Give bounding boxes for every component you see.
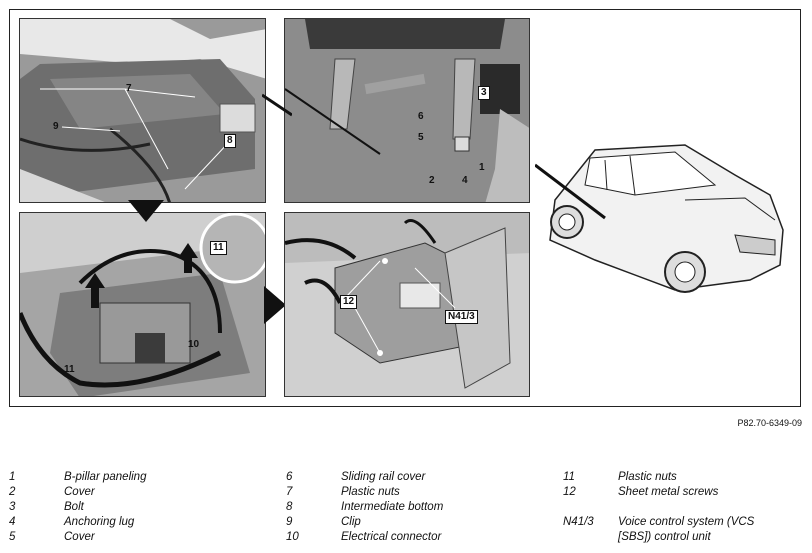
legend-text: Intermediate bottom <box>341 501 444 513</box>
callout-label: 10 <box>188 339 200 350</box>
legend-item: 9 Clip <box>286 515 556 530</box>
legend-item: 12 Sheet metal screws <box>563 485 803 500</box>
legend-number: 3 <box>9 501 16 513</box>
legend-item: 3 Bolt <box>9 500 279 515</box>
legend-text: B-pillar paneling <box>64 471 147 483</box>
legend-number: 1 <box>9 471 16 483</box>
legend-text: Plastic nuts <box>618 471 677 483</box>
arrow-right-icon <box>264 286 286 324</box>
callout-label: N41/3 <box>445 310 478 324</box>
legend-item: 7 Plastic nuts <box>286 485 556 500</box>
legend-item: 4 Anchoring lug <box>9 515 279 530</box>
legend-text: [SBS]) control unit <box>618 531 711 543</box>
legend-item: N41/3 Voice control system (VCS <box>563 515 803 530</box>
legend-text: Clip <box>341 516 361 528</box>
legend-item: 11 Plastic nuts <box>563 470 803 485</box>
legend-item: 2 Cover <box>9 485 279 500</box>
callout-label: 9 <box>53 121 59 132</box>
legend-number: 8 <box>286 501 293 513</box>
legend-number: 6 <box>286 471 293 483</box>
legend-number: 10 <box>286 531 299 543</box>
legend-number: 4 <box>9 516 16 528</box>
legend-text: Cover <box>64 531 95 543</box>
callout-label: 3 <box>478 86 490 100</box>
legend-item: 8 Intermediate bottom <box>286 500 556 515</box>
legend-text: Bolt <box>64 501 84 513</box>
figure-reference: P82.70-6349-09 <box>737 418 802 428</box>
car-illustration <box>535 144 784 293</box>
callout-label: 5 <box>418 132 424 143</box>
photo-intermediate-bottom: 7 9 8 <box>19 18 266 203</box>
arrow-down-icon <box>128 200 164 222</box>
legend-number: 9 <box>286 516 293 528</box>
callout-label: 4 <box>462 175 468 186</box>
legend-item: 1 B-pillar paneling <box>9 470 279 485</box>
legend-number: 12 <box>563 486 576 498</box>
legend-item: [SBS]) control unit <box>563 530 803 545</box>
legend-number: 7 <box>286 486 293 498</box>
callout-label: 12 <box>340 295 358 309</box>
photo-control-unit: 12 N41/3 <box>284 212 530 397</box>
legend-text: Sliding rail cover <box>341 471 426 483</box>
legend-text: Plastic nuts <box>341 486 400 498</box>
legend-number: 11 <box>563 471 575 483</box>
legend-text: Voice control system (VCS <box>618 516 755 528</box>
connector-line <box>262 93 292 117</box>
legend-number: 5 <box>9 531 16 543</box>
callout-label: 8 <box>224 134 236 148</box>
legend-number: 2 <box>9 486 16 498</box>
callout-label: 11 <box>64 364 75 375</box>
legend-text: Electrical connector <box>341 531 442 543</box>
legend-item: 6 Sliding rail cover <box>286 470 556 485</box>
callout-label: 2 <box>429 175 435 186</box>
callout-label: 11 <box>210 241 227 255</box>
photo-seat-rail: 3 6 5 2 4 1 <box>284 18 530 203</box>
legend-text: Cover <box>64 486 95 498</box>
legend-item: 10 Electrical connector <box>286 530 556 545</box>
callout-label: 7 <box>126 83 132 94</box>
callout-label: 1 <box>479 162 485 173</box>
callout-label: 6 <box>418 111 424 122</box>
legend-item: 5 Cover <box>9 530 279 545</box>
legend-text: Anchoring lug <box>64 516 135 528</box>
legend-text: Sheet metal screws <box>618 486 719 498</box>
legend-number: N41/3 <box>563 516 594 528</box>
photo-connector: 11 10 11 <box>19 212 266 397</box>
